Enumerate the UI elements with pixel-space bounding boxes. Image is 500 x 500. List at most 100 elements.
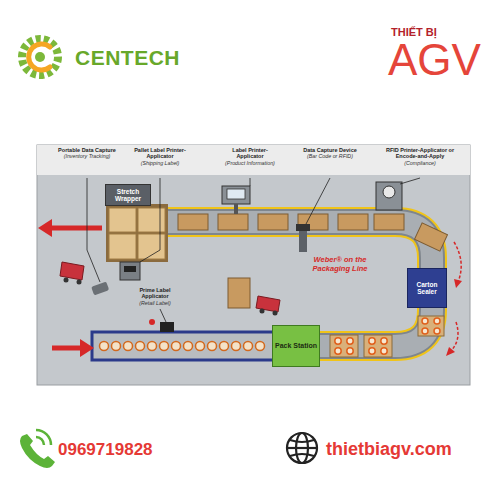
leader-lines-part <box>306 178 330 224</box>
product-lane-part-part <box>208 342 217 351</box>
brand-tagline: THIẾT BỊ <box>391 26 481 39</box>
cartons-part <box>258 214 288 230</box>
callout-label: RFID Printer-Applicator or Encode-and-Ap… <box>377 147 463 160</box>
cartons <box>178 214 447 251</box>
conveyor-part <box>95 222 432 346</box>
open-cartons-part-part <box>369 338 375 344</box>
cartons-part <box>374 214 404 230</box>
product-lane <box>92 332 274 360</box>
carts-part <box>260 309 265 314</box>
machines-part <box>149 319 155 325</box>
open-cartons-part-part <box>347 338 353 344</box>
flow-arrows-part <box>80 339 94 357</box>
callout-label: Data Capture Device <box>302 147 358 153</box>
flow-arrows-part <box>450 322 458 352</box>
product-lane-part-part <box>244 342 253 351</box>
label-group: Weber® on the Packaging Line <box>308 256 372 273</box>
open-cartons-part <box>335 318 440 354</box>
phone-icon-part <box>36 430 51 445</box>
label-group: thietbiagv.com <box>326 439 496 460</box>
open-cartons-part-part <box>335 348 341 354</box>
node-label: Stretch Wrapper <box>106 188 150 203</box>
flow-arrows <box>38 219 462 357</box>
label-group: THIẾT BỊ <box>391 26 481 39</box>
floor-part <box>37 145 470 175</box>
product-lane-part-part <box>136 342 145 351</box>
label-group: RFID Printer-Applicator or Encode-and-Ap… <box>377 147 463 166</box>
cartons-part <box>218 214 248 230</box>
leader-lines-part <box>250 178 251 186</box>
label-group: Prime Label Applicator(Retail Label) <box>127 287 183 306</box>
open-cartons-part-part <box>381 348 387 354</box>
callout-label: (Compliance) <box>377 160 463 166</box>
open-cartons <box>330 316 444 357</box>
product-lane-part-part <box>196 342 205 351</box>
open-cartons-part-part <box>422 328 428 334</box>
product-lane-part-part <box>172 342 181 351</box>
carts-part <box>64 278 69 283</box>
cartons-part <box>415 223 448 251</box>
open-cartons-part-part <box>347 348 353 354</box>
product-lane-part-part <box>112 342 121 351</box>
open-cartons-part-part <box>434 318 440 324</box>
product-lane-part-part <box>148 342 157 351</box>
callout-label: (Retail Label) <box>127 300 183 306</box>
product-lane-part-part <box>160 342 169 351</box>
open-cartons-part-part <box>364 335 392 357</box>
globe-icon-part <box>290 454 314 456</box>
carts-part <box>273 311 278 316</box>
open-cartons-part-part <box>369 348 375 354</box>
open-cartons-part-part <box>335 338 341 344</box>
floor <box>37 145 470 385</box>
open-cartons-part-part <box>418 316 444 336</box>
machines-part <box>376 182 402 210</box>
callout-label: Pallet Label Printer-Applicator <box>130 147 190 160</box>
label-group: 0969719828 <box>58 440 218 460</box>
logo-gear-part <box>29 44 50 70</box>
flow-arrows-part <box>50 226 102 231</box>
leader-lines-part <box>400 178 420 184</box>
carts-part <box>256 296 280 312</box>
machines-part <box>120 262 140 280</box>
carts <box>60 262 280 316</box>
flow-arrows-part <box>446 347 455 356</box>
open-cartons-part-part <box>434 328 440 334</box>
globe-icon-part <box>287 433 317 463</box>
machine-box: Stretch Wrapper <box>105 184 151 206</box>
product-lane-part-part <box>184 342 193 351</box>
product-lane-part-part <box>220 342 229 351</box>
flow-arrows-part <box>454 279 462 288</box>
pallet <box>106 204 168 262</box>
flow-arrows-part <box>454 242 461 282</box>
globe-icon-part <box>290 440 314 442</box>
product-lane-part-part <box>124 342 133 351</box>
machines-part <box>299 228 307 252</box>
phone-number: 0969719828 <box>58 440 218 460</box>
pallet-part <box>106 204 168 262</box>
label-group: Pallet Label Printer-Applicator(Shipping… <box>130 147 190 166</box>
carts-part <box>77 280 82 285</box>
machines-part <box>124 266 136 272</box>
machines-part <box>160 322 174 332</box>
brand-mark: AGV <box>388 38 488 82</box>
leader-lines <box>87 178 420 322</box>
cartons-part <box>338 214 368 230</box>
leader-lines-part <box>160 309 166 322</box>
machines-part <box>91 282 109 296</box>
pallet-part-part <box>109 208 136 232</box>
logo-gear <box>22 39 58 75</box>
product-lane-part-part <box>232 342 241 351</box>
open-cartons-part-part <box>330 335 358 357</box>
phone-icon <box>20 430 55 468</box>
product-lane-part <box>100 342 265 351</box>
pallet-part-part <box>138 208 165 232</box>
pallet-part-part <box>109 234 136 259</box>
floor-part <box>37 145 470 385</box>
logo-gear-part <box>35 52 45 62</box>
callout-label: (Bar Code or RFID) <box>302 153 358 159</box>
carts-part <box>60 262 84 280</box>
flow-arrows-part <box>38 219 52 237</box>
label-group: Portable Data Capture(Inventory Tracking… <box>57 147 117 159</box>
open-cartons-part <box>330 316 444 357</box>
carts-part <box>228 278 250 308</box>
